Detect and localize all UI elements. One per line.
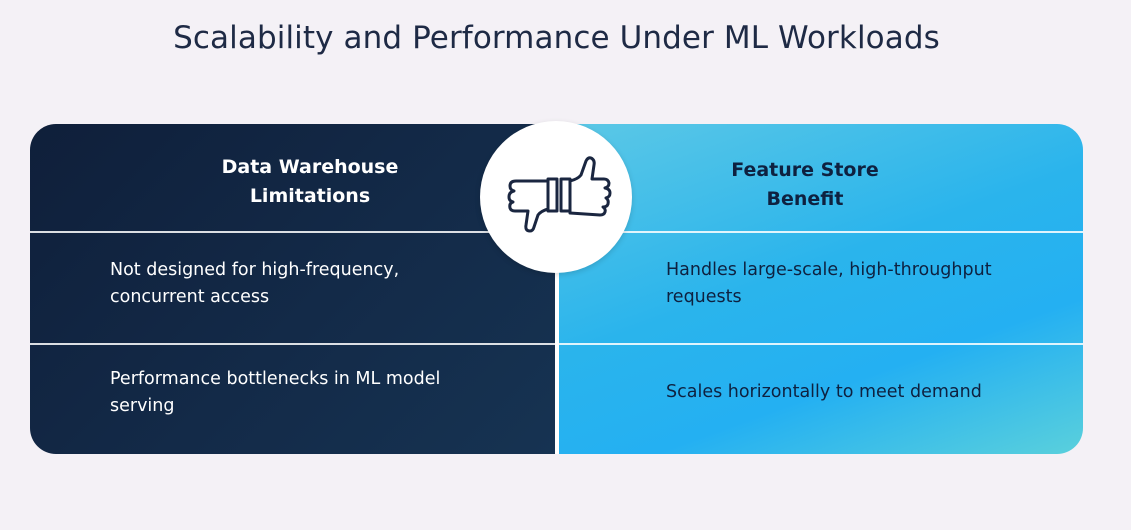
feature-store-column [559, 124, 1083, 454]
cell-line: requests [666, 287, 742, 307]
header-line: Limitations [249, 185, 371, 207]
cell-line: Performance bottlenecks in ML model [110, 369, 441, 389]
header-line: Benefit [766, 188, 844, 210]
cell-line: serving [110, 396, 175, 416]
limitation-concurrency: Not designed for high-frequency, concurr… [110, 257, 510, 311]
data-warehouse-column [30, 124, 555, 454]
header-line: Feature Store [731, 159, 879, 181]
thumbs-down-thumbs-up-icon [507, 156, 612, 233]
row-divider [30, 343, 1083, 345]
feature-store-header: Feature Store Benefit [705, 156, 905, 214]
benefit-throughput: Handles large-scale, high-throughput req… [666, 257, 1066, 311]
cell-line: Handles large-scale, high-throughput [666, 260, 992, 280]
comparison-badge [480, 121, 632, 273]
cell-line: Scales horizontally to meet demand [666, 382, 982, 402]
limitation-bottlenecks: Performance bottlenecks in ML model serv… [110, 366, 510, 420]
header-line: Data Warehouse [221, 156, 399, 178]
data-warehouse-header: Data Warehouse Limitations [205, 153, 415, 211]
comparison-table: Data Warehouse Limitations Feature Store… [30, 124, 1083, 454]
column-divider [555, 124, 559, 454]
page-title: Scalability and Performance Under ML Wor… [173, 20, 940, 56]
cell-line: Not designed for high-frequency, [110, 260, 400, 280]
cell-line: concurrent access [110, 287, 270, 307]
benefit-scaling: Scales horizontally to meet demand [666, 379, 1066, 406]
